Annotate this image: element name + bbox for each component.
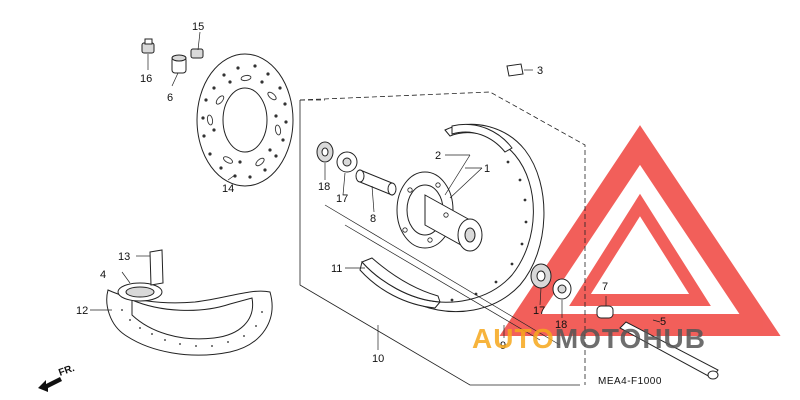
valve-cap (506, 63, 524, 77)
assembly-frame (299, 91, 586, 386)
callout-2: 2 (435, 150, 441, 162)
svg-text:AUTOMOTOHUB: AUTOMOTOHUB (472, 323, 706, 354)
leader-lines (90, 31, 661, 350)
tire-section (359, 257, 442, 309)
right-dust-seal (552, 278, 572, 300)
callout-3: 3 (537, 65, 543, 77)
brake-disc (196, 53, 294, 187)
callout-18-left: 18 (318, 181, 330, 193)
callout-11: 11 (331, 263, 342, 275)
side-collar (596, 305, 614, 319)
callout-14: 14 (222, 183, 234, 195)
watermark-inner-triangle-icon (569, 193, 711, 306)
callout-6: 6 (167, 92, 173, 104)
callout-7: 7 (602, 281, 608, 293)
disc-screw (190, 48, 204, 59)
callout-8: 8 (370, 213, 376, 225)
callout-5: 5 (660, 316, 666, 328)
front-direction-arrow-icon (38, 377, 62, 392)
front-axle (619, 321, 719, 380)
callout-10: 10 (372, 353, 384, 365)
disc-spacer (171, 54, 187, 74)
callout-1: 1 (484, 163, 490, 175)
watermark-brand-text: AUTOMOTOHUB (472, 323, 706, 354)
callout-15: 15 (192, 21, 204, 33)
inner-tube (117, 282, 163, 302)
diagram-code: MEA4-F1000 (598, 376, 662, 387)
tire (106, 289, 273, 356)
axle-spacer (355, 169, 397, 196)
callout-4: 4 (100, 269, 106, 281)
direction-label: FR. (57, 363, 76, 379)
watermark-brand-hub: HUB (642, 323, 706, 354)
callout-13: 13 (118, 251, 130, 263)
right-bearing (530, 263, 552, 289)
watermark-triangle-icon (499, 125, 781, 336)
left-bearing (336, 151, 358, 173)
disc-bolt (141, 38, 155, 54)
callout-16: 16 (140, 73, 152, 85)
watermark-brand-moto: MOTO (555, 323, 642, 354)
left-dust-seal (316, 141, 334, 163)
callout-9: 9 (500, 340, 506, 352)
rim-band (149, 249, 164, 286)
callout-12: 12 (76, 305, 88, 317)
callout-18-right: 18 (555, 319, 567, 331)
callout-17-left: 17 (336, 193, 348, 205)
callout-17-right: 17 (533, 305, 545, 317)
watermark-logo (499, 125, 781, 336)
wheel-hub (396, 171, 483, 252)
watermark-brand-auto: AUTO (472, 323, 555, 354)
